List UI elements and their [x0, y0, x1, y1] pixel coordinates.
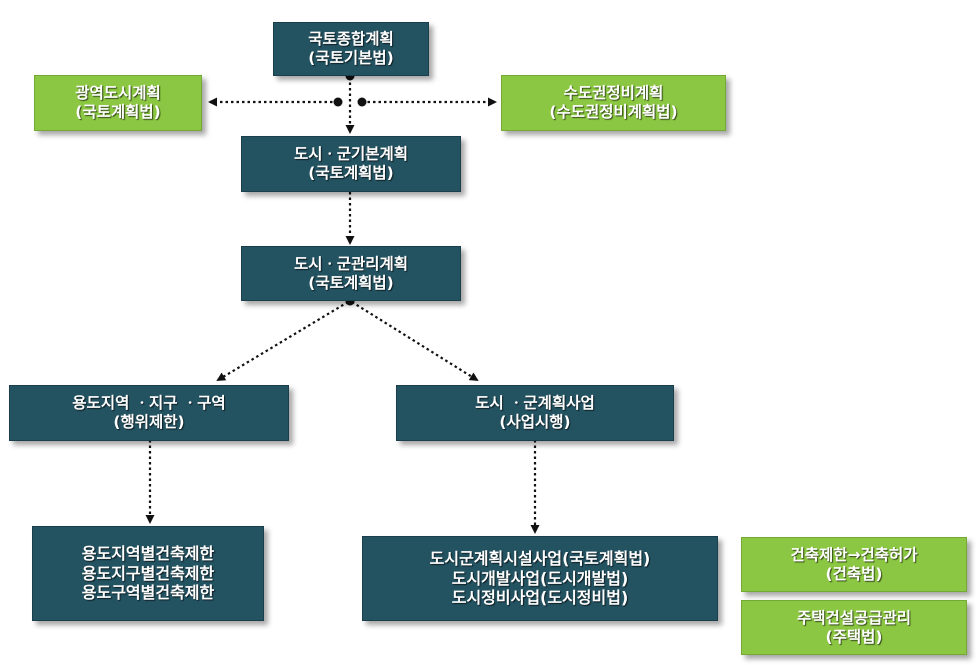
junction-dot: [357, 97, 367, 107]
node-law: (국토기본법): [308, 49, 394, 67]
connector-management-to-project: [351, 301, 479, 382]
node-line: 도시개발사업(도시개발법): [451, 568, 629, 588]
connector-management-to-zoning: [216, 301, 349, 382]
node-management-plan: 도시ㆍ군관리계획 (국토계획법): [241, 246, 461, 301]
node-title: 용도지역 ㆍ지구 ㆍ구역: [72, 394, 226, 413]
node-title: 주택건설공급관리: [796, 608, 912, 627]
node-planning-project: 도시 ㆍ군계획사업 (사업시행): [396, 385, 674, 441]
node-facility-projects: 도시군계획시설사업(국토계획법) 도시개발사업(도시개발법) 도시정비사업(도시…: [362, 536, 718, 621]
node-title: 건축제한→건축허가: [790, 545, 918, 564]
node-title: 수도권정비계획: [563, 84, 664, 103]
node-title: 광역도시계획: [75, 84, 161, 103]
node-law: (수도권정비계획법): [549, 103, 678, 121]
node-housing-supply: 주택건설공급관리 (주택법): [741, 600, 967, 655]
node-title: 국토종합계획: [308, 30, 394, 49]
node-building-permit: 건축제한→건축허가 (건축법): [741, 537, 967, 592]
node-line: 도시정비사업(도시정비법): [451, 588, 629, 608]
node-law: (국토계획법): [308, 164, 394, 182]
node-basic-plan: 도시ㆍ군기본계획 (국토계획법): [241, 136, 461, 192]
node-title: 도시ㆍ군관리계획: [293, 254, 409, 273]
node-law: (건축법): [825, 564, 883, 583]
node-building-restrictions: 용도지역별건축제한 용도지구별건축제한 용도구역별건축제한: [32, 526, 264, 621]
node-title: 도시ㆍ군기본계획: [293, 145, 409, 164]
node-national-comprehensive-plan: 국토종합계획 (국토기본법): [273, 22, 429, 76]
node-law: (국토계획법): [75, 103, 161, 121]
node-law: (사업시행): [499, 413, 571, 431]
node-line: 용도구역별건축제한: [81, 583, 215, 603]
node-line: 용도지구별건축제한: [81, 563, 215, 583]
node-line: 도시군계획시설사업(국토계획법): [429, 549, 651, 569]
node-law: (행위제한): [113, 413, 185, 431]
node-title: 도시 ㆍ군계획사업: [475, 394, 595, 413]
node-metropolitan-plan: 광역도시계획 (국토계획법): [34, 75, 202, 131]
node-line: 용도지역별건축제한: [81, 544, 215, 564]
node-law: (주택법): [825, 627, 883, 646]
junction-dot: [333, 97, 343, 107]
node-zoning-areas: 용도지역 ㆍ지구 ㆍ구역 (행위제한): [9, 385, 289, 441]
node-capital-region-plan: 수도권정비계획 (수도권정비계획법): [501, 75, 726, 131]
node-law: (국토계획법): [308, 273, 394, 292]
